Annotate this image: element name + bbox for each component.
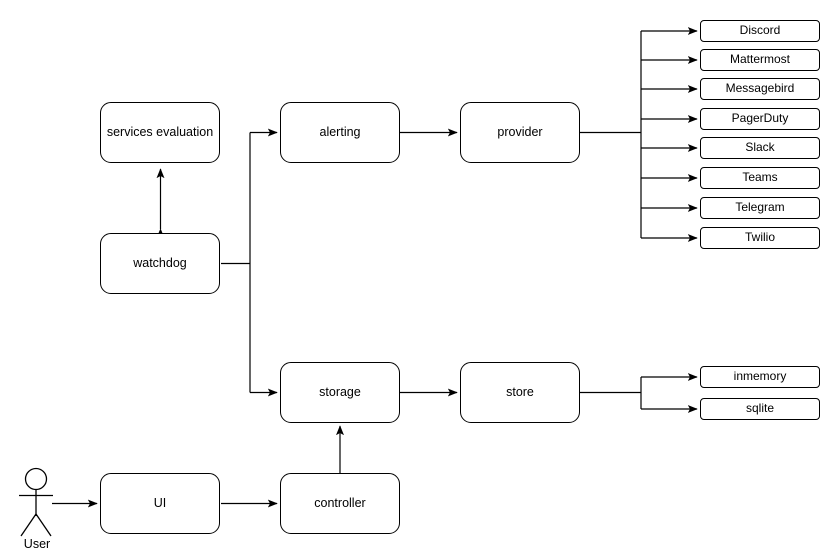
node-provider-telegram-label: Telegram [735, 200, 785, 215]
node-controller[interactable]: controller [280, 473, 400, 534]
node-alerting-label: alerting [319, 124, 361, 139]
user-actor-label: User [23, 537, 51, 551]
node-ui-label: UI [153, 495, 167, 510]
node-provider-telegram[interactable]: Telegram [700, 197, 820, 219]
node-provider-discord-label: Discord [739, 23, 781, 38]
node-storage[interactable]: storage [280, 362, 400, 423]
node-services-evaluation[interactable]: services evaluation [100, 102, 220, 163]
node-provider-teams-label: Teams [742, 170, 778, 185]
node-provider-mattermost[interactable]: Mattermost [700, 49, 820, 71]
node-provider[interactable]: provider [460, 102, 580, 163]
node-store-sqlite-label: sqlite [745, 401, 774, 416]
actor-head-icon [24, 467, 48, 491]
user-actor-figure [19, 467, 53, 537]
actor-left-leg-line [20, 513, 37, 537]
node-provider-mattermost-label: Mattermost [729, 52, 790, 67]
node-provider-pagerduty[interactable]: PagerDuty [700, 108, 820, 130]
node-controller-label: controller [314, 495, 366, 510]
node-alerting[interactable]: alerting [280, 102, 400, 163]
node-provider-pagerduty-label: PagerDuty [731, 111, 789, 126]
node-watchdog[interactable]: watchdog [100, 233, 220, 294]
node-store-inmemory-label: inmemory [733, 369, 787, 384]
node-ui[interactable]: UI [100, 473, 220, 534]
node-provider-label: provider [497, 124, 543, 139]
node-provider-teams[interactable]: Teams [700, 167, 820, 189]
actor-right-leg-line [35, 513, 52, 537]
node-store-sqlite[interactable]: sqlite [700, 398, 820, 420]
node-services-evaluation-label: services evaluation [106, 124, 214, 139]
node-provider-discord[interactable]: Discord [700, 20, 820, 42]
node-store[interactable]: store [460, 362, 580, 423]
node-provider-slack[interactable]: Slack [700, 137, 820, 159]
node-provider-slack-label: Slack [745, 140, 775, 155]
node-provider-messagebird[interactable]: Messagebird [700, 78, 820, 100]
node-provider-twilio-label: Twilio [744, 230, 775, 245]
node-store-label: store [506, 384, 534, 399]
node-store-inmemory[interactable]: inmemory [700, 366, 820, 388]
node-provider-messagebird-label: Messagebird [725, 81, 795, 96]
node-watchdog-label: watchdog [133, 255, 187, 270]
node-provider-twilio[interactable]: Twilio [700, 227, 820, 249]
node-storage-label: storage [319, 384, 361, 399]
